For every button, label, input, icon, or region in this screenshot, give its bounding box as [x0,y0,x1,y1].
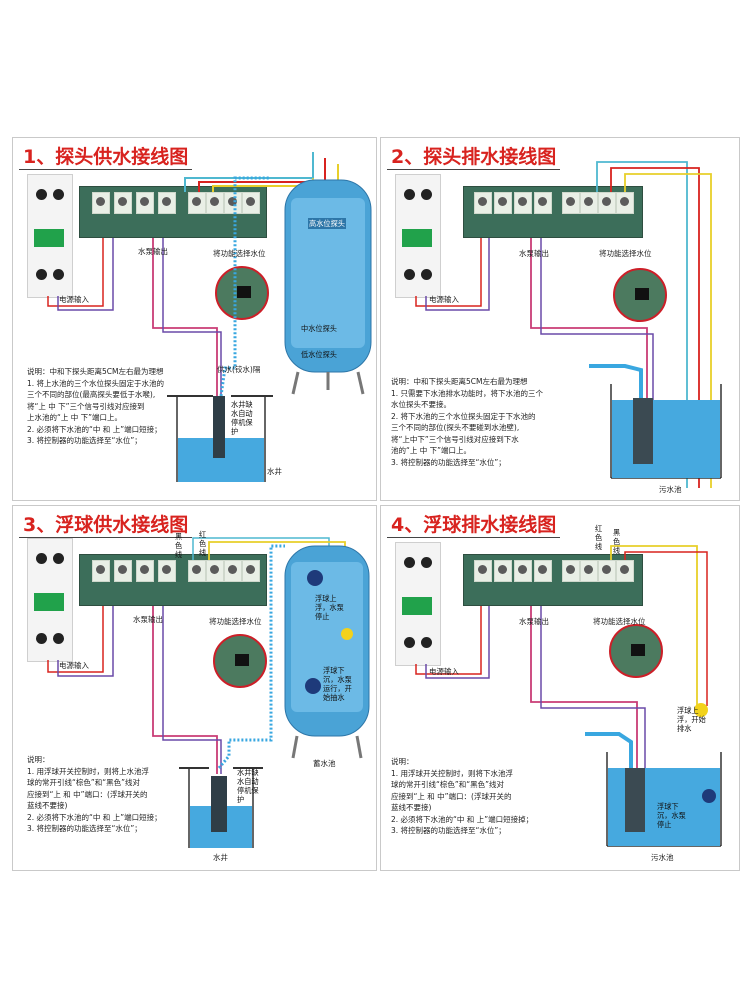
power-input-label: 电源输入 [429,667,459,676]
float-low-label: 浮球下沉，水泵停止 [657,802,686,829]
submersible-pump-icon [213,396,225,458]
float-switch-icon [305,570,353,694]
function-select-label: 将功能选择水位 [213,249,266,258]
tank-low-label: 低水位探头 [301,350,337,359]
panel-1-probe-supply: 1、探头供水接线图 [12,137,377,501]
submersible-pump-icon [625,768,645,832]
float-low-label: 浮球下沉，水泵运行，开始抽水 [323,666,352,702]
function-select-label: 将功能选择水位 [593,617,646,626]
zoom-detail-icon [213,634,267,688]
pump-output-label: 水泵输出 [519,249,549,258]
tank-mid-label: 中水位探头 [301,324,337,333]
pump-note: 水井缺水自动停机保护 [231,400,253,436]
well [179,767,263,848]
terminal-block-icon [79,186,267,238]
terminal-block-icon [463,554,643,606]
power-input-label: 电源输入 [429,295,459,304]
water-tank-icon [284,179,372,395]
zoom-detail-icon [613,268,667,322]
tank-label: 蓄水池 [313,759,336,768]
terminal-block-icon [463,186,643,238]
panel-4-float-drain: 4、浮球排水接线图 红色线 [380,505,740,871]
submersible-pump-icon [211,776,227,832]
power-input-label: 电源输入 [59,661,89,670]
zoom-detail-icon [609,624,663,678]
panel-title: 4、浮球排水接线图 [387,510,561,538]
red-wire-label: 红色线 [595,524,603,551]
circuit-breaker-icon [27,174,73,298]
pump-output-label: 水泵输出 [133,615,163,624]
panel-title: 2、探头排水接线图 [387,142,561,170]
pipe-label: 供水(铰水)隔 [217,365,261,374]
wiring-diagram [47,537,370,848]
pool-label: 污水池 [651,853,674,862]
wiring-diagram [47,152,372,482]
notes: 说明：1. 用浮球开关控制时，则将上水池浮 球的常开引线“棕色”和“黑色”线对 … [27,755,162,833]
pool-label: 污水池 [659,485,682,494]
pump-output-label: 水泵输出 [519,617,549,626]
well-label: 水井 [267,467,282,476]
notes: 说明：1. 用浮球开关控制时，则将下水池浮 球的常开引线“棕色”和“黑色”线对 … [391,757,534,835]
circuit-breaker-icon [27,538,73,662]
function-select-label: 将功能选择水位 [209,617,262,626]
water-tank-icon [284,545,370,759]
drain-pool [610,384,722,479]
float-top-label: 浮球上浮，水泵停止 [315,594,344,621]
submersible-pump-icon [633,398,653,464]
float-top-label: 浮球上浮，开始排水 [677,706,706,733]
terminal-block-icon [79,554,267,606]
well [167,395,273,482]
float-switch-icon [694,703,716,803]
panel-2-probe-drain: 2、探头排水接线图 水泵输出 将功能选择水位 电源输入 [380,137,740,501]
pump-output-label: 水泵输出 [138,247,168,256]
power-input-label: 电源输入 [59,295,89,304]
tank-high-label: 高水位探头 [308,218,346,229]
circuit-breaker-icon [395,174,441,298]
circuit-breaker-icon [395,542,441,666]
black-wire-label: 黑色线 [613,528,621,555]
panel-3-float-supply: 3、浮球供水接线图 [12,505,377,871]
red-wire-label: 红色线 [199,530,207,557]
panel-title: 3、浮球供水接线图 [19,510,193,538]
drain-pool [606,752,722,847]
zoom-detail-icon [215,266,269,320]
wiring-diagram [415,545,722,847]
wiring-diagram [415,161,722,488]
pump-note: 水井缺水自动停机保护 [237,768,259,804]
black-wire-label: 黑色线 [175,532,183,559]
function-select-label: 将功能选择水位 [599,249,652,258]
panel-title: 1、探头供水接线图 [19,142,193,170]
well-label: 水井 [213,853,228,862]
